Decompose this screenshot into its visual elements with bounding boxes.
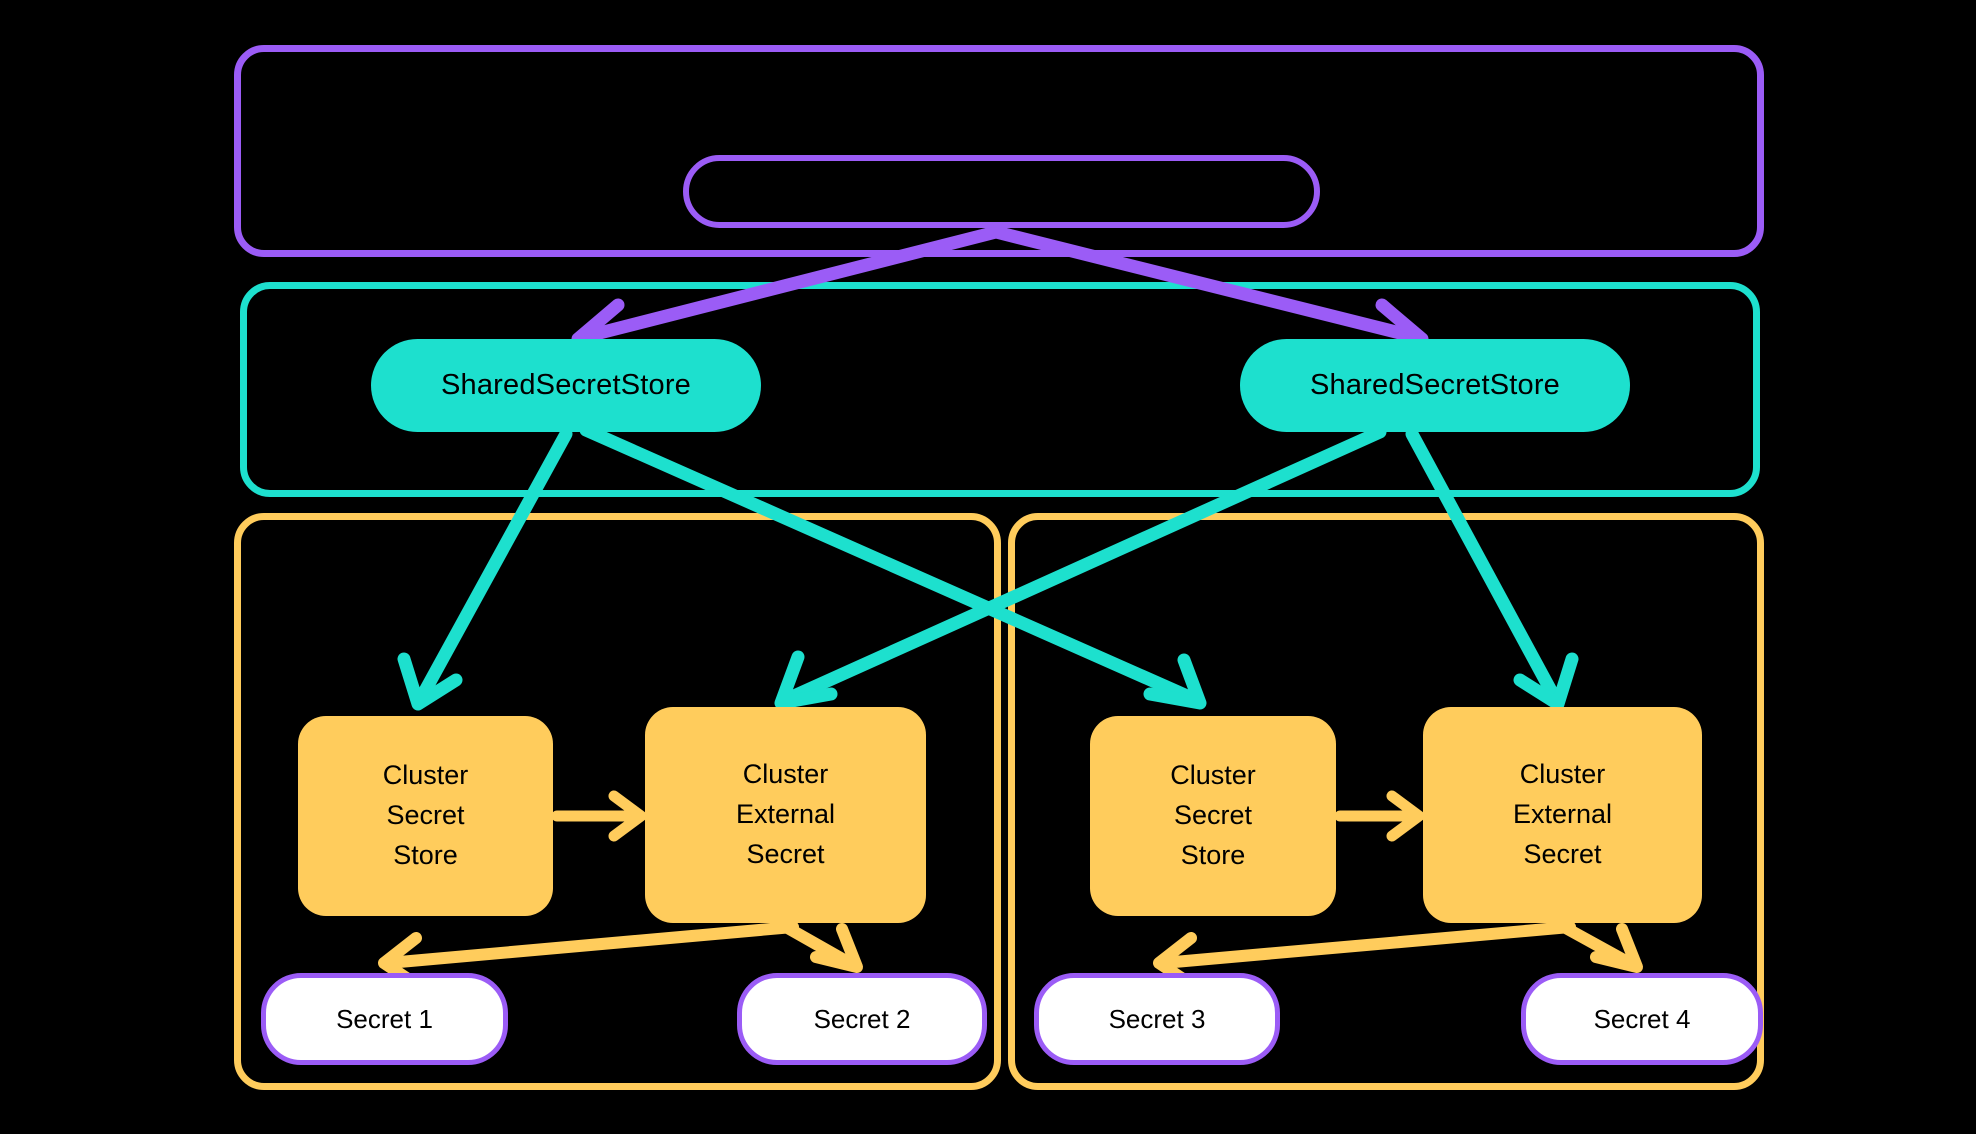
cluster-external-secret-b[interactable]: Cluster External Secret xyxy=(1423,707,1702,923)
shared-secret-store-left[interactable]: SharedSecretStore xyxy=(371,339,761,432)
secret-1[interactable]: Secret 1 xyxy=(261,973,508,1065)
cluster-secret-store-a[interactable]: Cluster Secret Store xyxy=(298,716,553,916)
secret-4[interactable]: Secret 4 xyxy=(1521,973,1763,1065)
cluster-external-secret-a[interactable]: Cluster External Secret xyxy=(645,707,926,923)
node-line: Secret xyxy=(386,800,465,831)
node-line: Secret xyxy=(1173,800,1253,831)
node-line: Secret xyxy=(1523,838,1602,869)
node-line: Store xyxy=(393,839,458,870)
node-line: Cluster xyxy=(382,760,469,791)
node-line: External xyxy=(1512,799,1613,830)
cluster-secret-store-b[interactable]: Cluster Secret Store xyxy=(1090,716,1336,916)
node-line: External xyxy=(735,799,836,830)
operator-pill[interactable] xyxy=(683,155,1320,228)
node-line: Cluster xyxy=(1170,760,1256,791)
node-line: Cluster xyxy=(1519,759,1606,790)
secret-2[interactable]: Secret 2 xyxy=(737,973,987,1065)
node-line: Secret xyxy=(746,838,825,869)
secret-3[interactable]: Secret 3 xyxy=(1034,973,1280,1065)
node-line: Cluster xyxy=(742,759,829,790)
shared-secret-store-right[interactable]: SharedSecretStore xyxy=(1240,339,1630,432)
node-line: Store xyxy=(1180,839,1246,870)
